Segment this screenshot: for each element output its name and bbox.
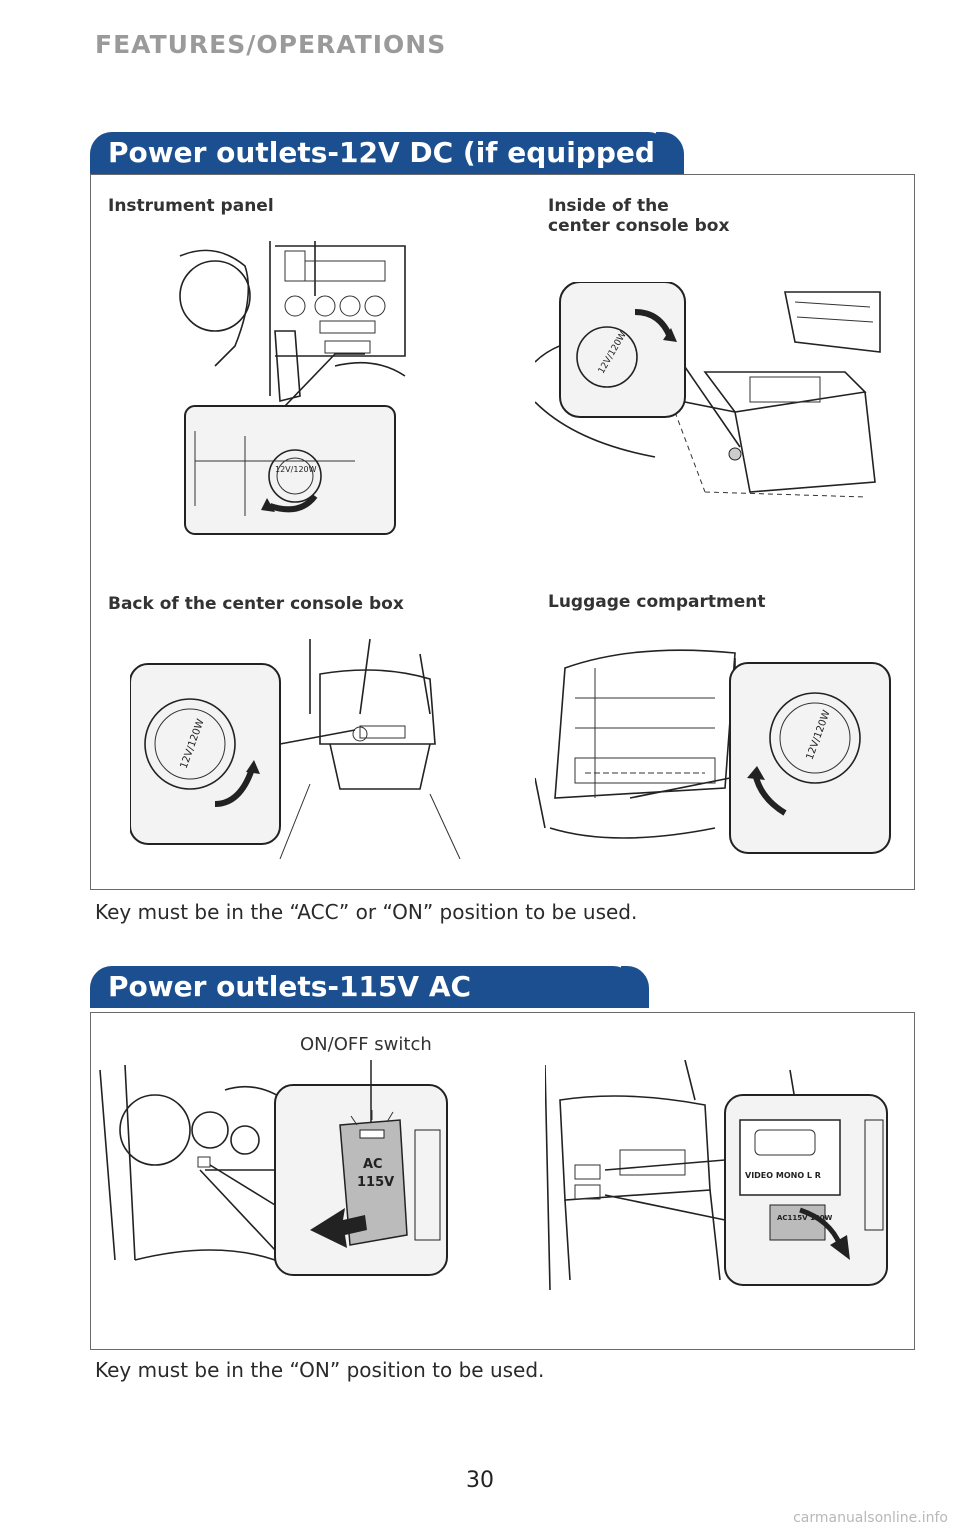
rear-ac-outlet-illustration: VIDEO MONO L R AC115V 100W [545, 1060, 888, 1290]
caption-instrument-panel: Instrument panel [108, 196, 274, 216]
instrument-panel-illustration: 12V/120W [179, 241, 406, 535]
page-header: FEATURES/OPERATIONS [95, 30, 447, 59]
ac-switch-text-1: AC [363, 1157, 383, 1172]
back-console-illustration: 12V/120W [130, 638, 461, 859]
caption-back-console: Back of the center console box [108, 594, 404, 614]
section-banner-dc: Power outlets-12V DC (if equipped) [90, 132, 684, 174]
caption-luggage: Luggage compartment [548, 592, 766, 612]
rear-av-label: VIDEO MONO L R [745, 1171, 821, 1180]
ac-usage-note: Key must be in the “ON” position to be u… [95, 1358, 545, 1382]
inside-console-illustration: 12V/120W [535, 282, 881, 498]
watermark: carmanualsonline.info [793, 1510, 948, 1526]
section-banner-ac: Power outlets-115V AC [90, 966, 649, 1008]
switch-label: ON/OFF switch [300, 1034, 432, 1055]
dc-usage-note: Key must be in the “ACC” or “ON” positio… [95, 900, 638, 924]
luggage-illustration: 12V/120W [535, 649, 891, 854]
ac-switch-text-2: 115V [357, 1175, 394, 1190]
cap-label-ip: 12V/120W [275, 465, 317, 474]
caption-inside-console: Inside of the center console box [548, 196, 730, 236]
rear-ac-outlet-label: AC115V 100W [777, 1214, 833, 1222]
page-number: 30 [466, 1468, 494, 1493]
ac-switch-illustration: AC 115V [99, 1060, 448, 1276]
